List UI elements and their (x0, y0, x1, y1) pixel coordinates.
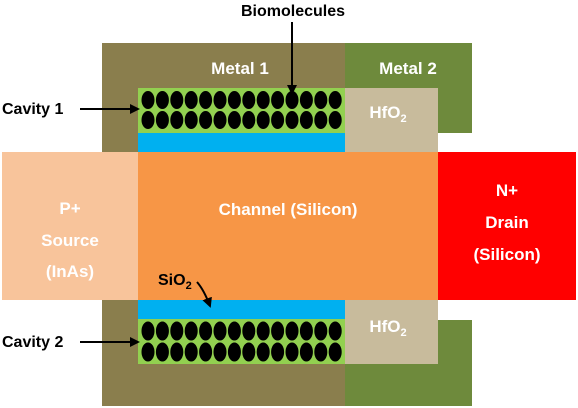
source-label-line3: (InAs) (46, 262, 94, 281)
biomolecule (141, 91, 155, 109)
biomolecule (314, 111, 328, 129)
biomolecule (299, 321, 313, 341)
biomolecule (256, 111, 270, 129)
cavity1-label: Cavity 1 (2, 101, 63, 118)
biomolecule (155, 321, 169, 341)
biomolecule (328, 342, 342, 362)
biomolecule (227, 91, 241, 109)
biomolecule (256, 91, 270, 109)
biomolecule (242, 342, 256, 362)
cavity1-region (138, 88, 345, 133)
biomolecule (271, 321, 285, 341)
biomolecule (170, 111, 184, 129)
biomolecule (299, 342, 313, 362)
metal1-label: Metal 1 (211, 59, 269, 78)
drain-label-line2: Drain (485, 213, 528, 232)
hfo2-bottom-region (345, 300, 438, 364)
biomolecule (199, 321, 213, 341)
channel-label: Channel (Silicon) (219, 200, 358, 219)
biomolecule (256, 321, 270, 341)
sio2-bottom-layer (138, 300, 345, 319)
biomolecule (199, 91, 213, 109)
sio2-top-layer (138, 133, 345, 152)
biomolecule (314, 342, 328, 362)
source-label-line2: Source (41, 231, 99, 250)
biomolecules-cavity2 (141, 321, 342, 362)
biomolecule (271, 111, 285, 129)
biomolecule (141, 321, 155, 341)
biomolecule (314, 91, 328, 109)
biomolecule (299, 111, 313, 129)
channel-region (138, 152, 438, 300)
biomolecule (141, 111, 155, 129)
biomolecule (213, 91, 227, 109)
biomolecule (242, 111, 256, 129)
biomolecule (242, 321, 256, 341)
biomolecules-label: Biomolecules (241, 3, 345, 20)
biomolecule (271, 91, 285, 109)
biomolecule (199, 111, 213, 129)
hfo2-top-label: HfO2 (369, 103, 406, 125)
biomolecule (170, 342, 184, 362)
biomolecule (256, 342, 270, 362)
biomolecule (285, 321, 299, 341)
drain-region (438, 152, 576, 300)
biomolecule (213, 111, 227, 129)
hfo2-bottom-label: HfO2 (369, 317, 406, 339)
biomolecule (227, 111, 241, 129)
cavity2-region (138, 319, 345, 364)
sio2-arrow-icon (196, 281, 212, 308)
biomolecule (328, 111, 342, 129)
biomolecule (199, 342, 213, 362)
metal2-label: Metal 2 (379, 59, 437, 78)
biomolecule (184, 342, 198, 362)
biomolecule (271, 342, 285, 362)
biomolecule (328, 321, 342, 341)
drain-label-line1: N+ (496, 181, 518, 200)
biomolecule (242, 91, 256, 109)
biomolecule (184, 91, 198, 109)
sio2-label: SiO2 (158, 272, 192, 292)
biomolecule (170, 91, 184, 109)
biomolecule (314, 321, 328, 341)
biomolecule (285, 342, 299, 362)
biomolecule (299, 91, 313, 109)
hfo2-top-region (345, 88, 438, 152)
biomolecule (328, 91, 342, 109)
biomolecule (170, 321, 184, 341)
biomolecule (141, 342, 155, 362)
biomolecules-cavity1 (141, 91, 342, 129)
drain-label-line3: (Silicon) (473, 245, 540, 264)
source-region (2, 152, 138, 300)
biomolecule (184, 111, 198, 129)
biomolecule (285, 91, 299, 109)
biomolecule (213, 342, 227, 362)
biomolecule (227, 321, 241, 341)
biomolecule (227, 342, 241, 362)
biomolecule (155, 91, 169, 109)
biomolecule (184, 321, 198, 341)
cavity2-label: Cavity 2 (2, 334, 63, 351)
biomolecule (155, 342, 169, 362)
source-label-line1: P+ (59, 199, 80, 218)
biomolecule (213, 321, 227, 341)
biomolecule (285, 111, 299, 129)
biomolecule (155, 111, 169, 129)
